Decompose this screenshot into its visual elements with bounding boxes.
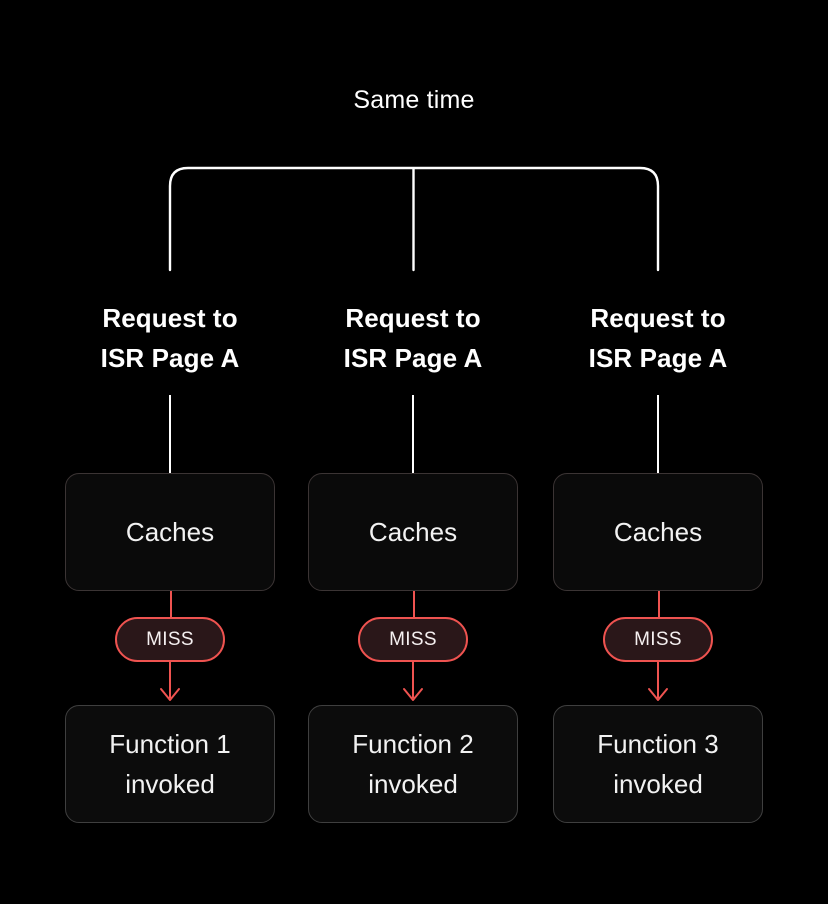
miss-badge-1[interactable]: MISS xyxy=(115,617,225,662)
flow-column-3: Request to ISR Page A Caches MISS Functi… xyxy=(528,0,788,904)
miss-badge-3[interactable]: MISS xyxy=(603,617,713,662)
function-node-line1: Function 1 xyxy=(109,729,231,759)
miss-badge-label: MISS xyxy=(634,628,682,650)
connector-request-to-cache-1 xyxy=(169,395,171,474)
cache-node-label: Caches xyxy=(125,516,215,547)
function-node-line1: Function 2 xyxy=(352,729,474,759)
request-label-3: Request to ISR Page A xyxy=(528,298,788,378)
function-node-line2: invoked xyxy=(613,769,703,799)
arrow-badge-to-function-1 xyxy=(160,662,180,701)
connector-cache-to-badge-3 xyxy=(657,591,660,618)
request-label-line1: Request to xyxy=(102,303,238,333)
miss-badge-2[interactable]: MISS xyxy=(358,617,468,662)
function-node-line1: Function 3 xyxy=(597,729,719,759)
arrow-badge-to-function-3 xyxy=(648,662,668,701)
request-label-line2: ISR Page A xyxy=(343,343,483,373)
flow-column-1: Request to ISR Page A Caches MISS Functi… xyxy=(40,0,300,904)
arrow-badge-to-function-2 xyxy=(403,662,423,701)
function-node-3[interactable]: Function 3 invoked xyxy=(553,705,763,823)
connector-request-to-cache-3 xyxy=(657,395,659,474)
connector-cache-to-badge-2 xyxy=(412,591,415,618)
request-label-line1: Request to xyxy=(345,303,481,333)
function-node-line2: invoked xyxy=(368,769,458,799)
cache-node-2[interactable]: Caches xyxy=(308,473,518,591)
connector-request-to-cache-2 xyxy=(412,395,414,474)
diagram-title: Same time xyxy=(353,86,475,114)
cache-node-1[interactable]: Caches xyxy=(65,473,275,591)
request-label-2: Request to ISR Page A xyxy=(283,298,543,378)
connector-cache-to-badge-1 xyxy=(169,591,172,618)
function-node-line2: invoked xyxy=(125,769,215,799)
request-label-1: Request to ISR Page A xyxy=(40,298,300,378)
cache-node-label: Caches xyxy=(368,516,458,547)
miss-badge-label: MISS xyxy=(389,628,437,650)
cache-node-label: Caches xyxy=(613,516,703,547)
cache-node-3[interactable]: Caches xyxy=(553,473,763,591)
request-label-line2: ISR Page A xyxy=(100,343,240,373)
miss-badge-label: MISS xyxy=(146,628,194,650)
flow-column-2: Request to ISR Page A Caches MISS Functi… xyxy=(283,0,543,904)
function-node-1[interactable]: Function 1 invoked xyxy=(65,705,275,823)
request-label-line1: Request to xyxy=(590,303,726,333)
function-node-2[interactable]: Function 2 invoked xyxy=(308,705,518,823)
request-label-line2: ISR Page A xyxy=(588,343,728,373)
